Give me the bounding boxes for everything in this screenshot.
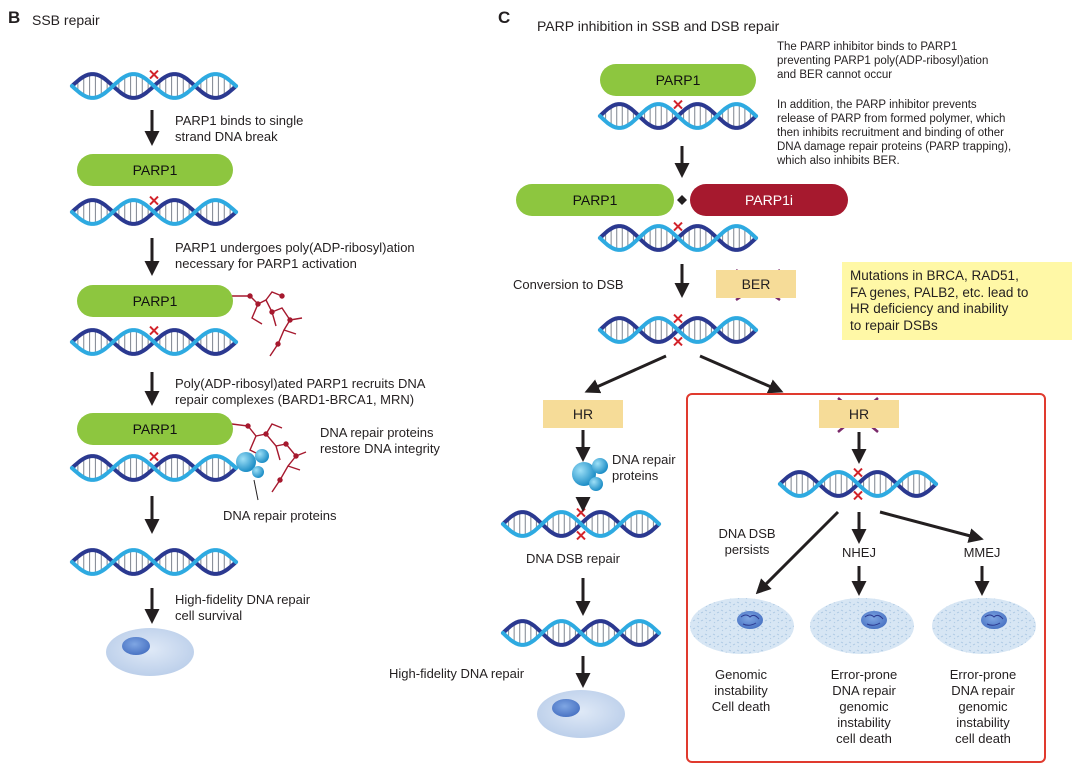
outcome-2: Error-prone DNA repair genomic instabili… <box>830 667 898 746</box>
hr-box-deficient: HR <box>819 400 899 428</box>
repair-proteins-restore-text: DNA repair proteins restore DNA integrit… <box>320 425 440 456</box>
ssb-step-3: Poly(ADP-ribosyl)ated PARP1 recruits DNA… <box>175 376 426 407</box>
hr-deficiency-frame <box>686 393 1046 763</box>
ssb-step-4: High-fidelity DNA repair cell survival <box>175 592 311 623</box>
dna-b-4 <box>70 451 238 482</box>
outcome-3: Error-prone DNA repair genomic instabili… <box>949 667 1017 746</box>
arrow-c-mmej-top <box>879 510 984 543</box>
par-chain-2 <box>231 423 307 493</box>
dna-c-6 <box>778 467 938 501</box>
dna-c-1 <box>598 99 758 130</box>
dna-c-3 <box>598 313 758 347</box>
panel-b-title: SSB repair <box>32 12 100 28</box>
dna-b-3 <box>70 325 238 356</box>
dna-c-5 <box>501 619 661 647</box>
binding-dot <box>677 195 687 205</box>
ssb-step-1: PARP1 binds to single strand DNA break <box>175 113 304 144</box>
cell-b <box>106 628 194 676</box>
mutation-box: Mutations in BRCA, RAD51, FA genes, PALB… <box>842 262 1072 340</box>
hr-box: HR <box>543 400 623 428</box>
damaged-cell-2 <box>810 598 914 654</box>
parp1i-bar: PARP1i <box>690 184 848 216</box>
nhej-label: NHEJ <box>842 545 876 560</box>
repair-protein-cluster-c <box>572 458 608 491</box>
dna-repair-proteins-label: DNA repair proteins <box>223 508 337 523</box>
dna-b-5 <box>70 548 238 576</box>
parp1-bar-1: PARP1 <box>77 154 233 186</box>
arrow-c-persists <box>755 510 840 595</box>
damaged-cell-3 <box>932 598 1036 654</box>
dna-c-4 <box>501 507 661 541</box>
dna-repair-proteins-c: DNA repair proteins <box>612 452 676 483</box>
panel-b-letter: B <box>8 8 21 27</box>
ssb-step-2: PARP1 undergoes poly(ADP-ribosyl)ation n… <box>175 240 415 271</box>
high-fidelity-repair-c: High-fidelity DNA repair <box>389 666 525 681</box>
cell-c <box>537 690 625 738</box>
dna-c-2 <box>598 221 758 252</box>
panel-c-title: PARP inhibition in SSB and DSB repair <box>537 18 780 34</box>
parp1-bar-3: PARP1 <box>77 413 233 445</box>
arrow-c-split-right <box>699 354 784 394</box>
panel-c-letter: C <box>498 8 511 27</box>
parp1-bar-c2: PARP1 <box>516 184 674 216</box>
par-chain-1 <box>232 291 303 357</box>
inhibitor-note-2: In addition, the PARP inhibitor prevents… <box>777 99 1012 167</box>
outcome-1: Genomic instability Cell death <box>711 667 771 714</box>
arrow-c-split-left <box>584 354 667 394</box>
dna-dsb-repair-label: DNA DSB repair <box>526 551 620 566</box>
dna-b-1 <box>70 69 238 100</box>
parp1-bar-c1: PARP1 <box>600 64 756 96</box>
mmej-label: MMEJ <box>963 545 1001 560</box>
repair-protein-cluster-b <box>236 449 269 501</box>
dna-b-2 <box>70 195 238 226</box>
damaged-cell-1 <box>690 598 794 654</box>
inhibitor-note-1: The PARP inhibitor binds to PARP1 preven… <box>777 41 989 81</box>
dsb-persists-label: DNA DSB persists <box>718 526 776 557</box>
parp1-bar-2: PARP1 <box>77 285 233 317</box>
conversion-to-dsb-label: Conversion to DSB <box>513 277 624 292</box>
ber-box: BER <box>716 270 796 298</box>
